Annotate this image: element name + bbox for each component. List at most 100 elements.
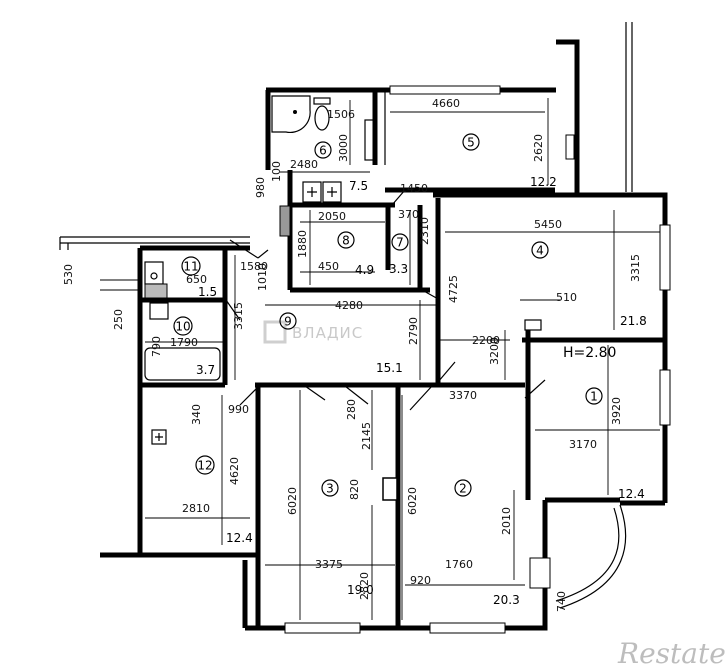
dim-4280: 4280 [335, 299, 363, 312]
restate-logo: Restate [617, 637, 725, 670]
area-room-11: 1.5 [198, 285, 217, 299]
dim-1580: 1580 [240, 260, 268, 273]
room-number-11: 11 [181, 256, 201, 276]
dim-5450: 5450 [534, 218, 562, 231]
dim-2820: 2820 [358, 572, 371, 600]
dim-3315-left: 3315 [232, 302, 245, 330]
room-number-2: 2 [454, 479, 472, 497]
watermark-text: ВЛАДИС [292, 324, 363, 342]
svg-text:10: 10 [175, 320, 190, 334]
shower-icon [271, 95, 311, 134]
dim-100: 100 [270, 161, 283, 182]
area-room-9: 15.1 [376, 361, 403, 375]
dim-2480: 2480 [290, 158, 318, 171]
dim-990: 990 [228, 403, 249, 416]
dim-6020-right: 6020 [406, 487, 419, 515]
column-icon [382, 477, 398, 501]
left-balcony [59, 236, 250, 250]
svg-text:6: 6 [319, 144, 327, 158]
dim-4620: 4620 [228, 457, 241, 485]
room-number-10: 10 [173, 316, 193, 336]
area-room-12: 12.4 [226, 531, 253, 545]
dim-280: 280 [345, 399, 358, 420]
dim-2050: 2050 [318, 210, 346, 223]
dim-2010: 2010 [500, 507, 513, 535]
dim-2810: 2810 [182, 502, 210, 515]
upper-right-balcony [556, 22, 633, 195]
outlet-icon [151, 429, 167, 445]
area-room-5: 12.2 [530, 175, 557, 189]
room-number-5: 5 [462, 133, 480, 151]
dim-3000: 3000 [337, 134, 350, 162]
doors [225, 189, 546, 411]
area-room-6: 7.5 [349, 179, 368, 193]
svg-text:5: 5 [467, 136, 475, 150]
area-room-7: 3.3 [389, 262, 408, 276]
dim-2200: 2200 [472, 334, 500, 347]
ventilation-shaft-icon [279, 205, 291, 237]
svg-text:8: 8 [342, 234, 350, 248]
dim-1790: 1790 [170, 336, 198, 349]
room-numbers: 1 2 3 4 5 6 7 8 9 10 11 12 [173, 133, 603, 497]
dim-3170: 3170 [569, 438, 597, 451]
room-number-9: 9 [279, 312, 297, 330]
ceiling-height-label: H=2.80 [563, 345, 616, 361]
dimension-lines [100, 98, 660, 620]
svg-text:9: 9 [284, 315, 292, 329]
shaft-icon [144, 283, 168, 299]
area-room-4: 21.8 [620, 314, 647, 328]
dim-250: 250 [112, 309, 125, 330]
room-number-4: 4 [531, 241, 549, 259]
interior-walls [140, 90, 665, 628]
vladis-watermark-icon: ВЛАДИС [263, 320, 363, 344]
dim-340: 340 [190, 404, 203, 425]
dim-820: 820 [348, 479, 361, 500]
room-number-12: 12 [195, 455, 215, 475]
room-number-1: 1 [585, 387, 603, 405]
dimension-labels: 4660 2620 1506 3000 2480 100 980 1 450 20… [62, 97, 642, 612]
svg-text:3: 3 [326, 482, 334, 496]
dim-1880: 1880 [296, 230, 309, 258]
area-room-3: 19.0 [347, 583, 374, 597]
dim-1506: 1506 [327, 108, 355, 121]
fixtures [144, 95, 542, 501]
vanity-icon [364, 119, 376, 161]
dim-4660: 4660 [432, 97, 460, 110]
dim-2790: 2790 [407, 317, 420, 345]
dim-2310: 2310 [418, 217, 431, 245]
svg-text:1: 1 [590, 390, 598, 404]
dim-920: 920 [410, 574, 431, 587]
dim-2145: 2145 [360, 422, 373, 450]
dim-3200: 3200 [488, 337, 501, 365]
dim-530: 530 [62, 264, 75, 285]
dim-370: 370 [398, 208, 419, 221]
dim-4725: 4725 [447, 275, 460, 303]
dim-3370: 3370 [449, 389, 477, 402]
room-number-8: 8 [337, 231, 355, 249]
dim-740: 740 [555, 591, 568, 612]
area-room-10: 3.7 [196, 363, 215, 377]
dim-3315-right: 3315 [629, 254, 642, 282]
room-areas: 12.4 20.3 19.0 21.8 12.2 7.5 3.3 4.9 15.… [196, 175, 647, 607]
dim-3920: 3920 [610, 397, 623, 425]
svg-text:11: 11 [183, 260, 198, 274]
dim-2620: 2620 [532, 134, 545, 162]
svg-text:7: 7 [396, 236, 404, 250]
dim-510: 510 [556, 291, 577, 304]
dim-450: 450 [318, 260, 339, 273]
toilet-icon [313, 97, 331, 131]
dim-6020-left: 6020 [286, 487, 299, 515]
sink-icon [144, 261, 164, 285]
dim-650: 650 [186, 273, 207, 286]
room-number-3: 3 [321, 479, 339, 497]
dim-980: 980 [254, 177, 267, 198]
svg-text:2: 2 [459, 482, 467, 496]
vent-icon [524, 319, 542, 331]
dim-1760: 1760 [445, 558, 473, 571]
svg-text:12: 12 [197, 459, 212, 473]
bathtub-icon [144, 347, 221, 381]
washer-icon [149, 302, 169, 320]
area-room-2: 20.3 [493, 593, 520, 607]
room-number-6: 6 [314, 141, 332, 159]
